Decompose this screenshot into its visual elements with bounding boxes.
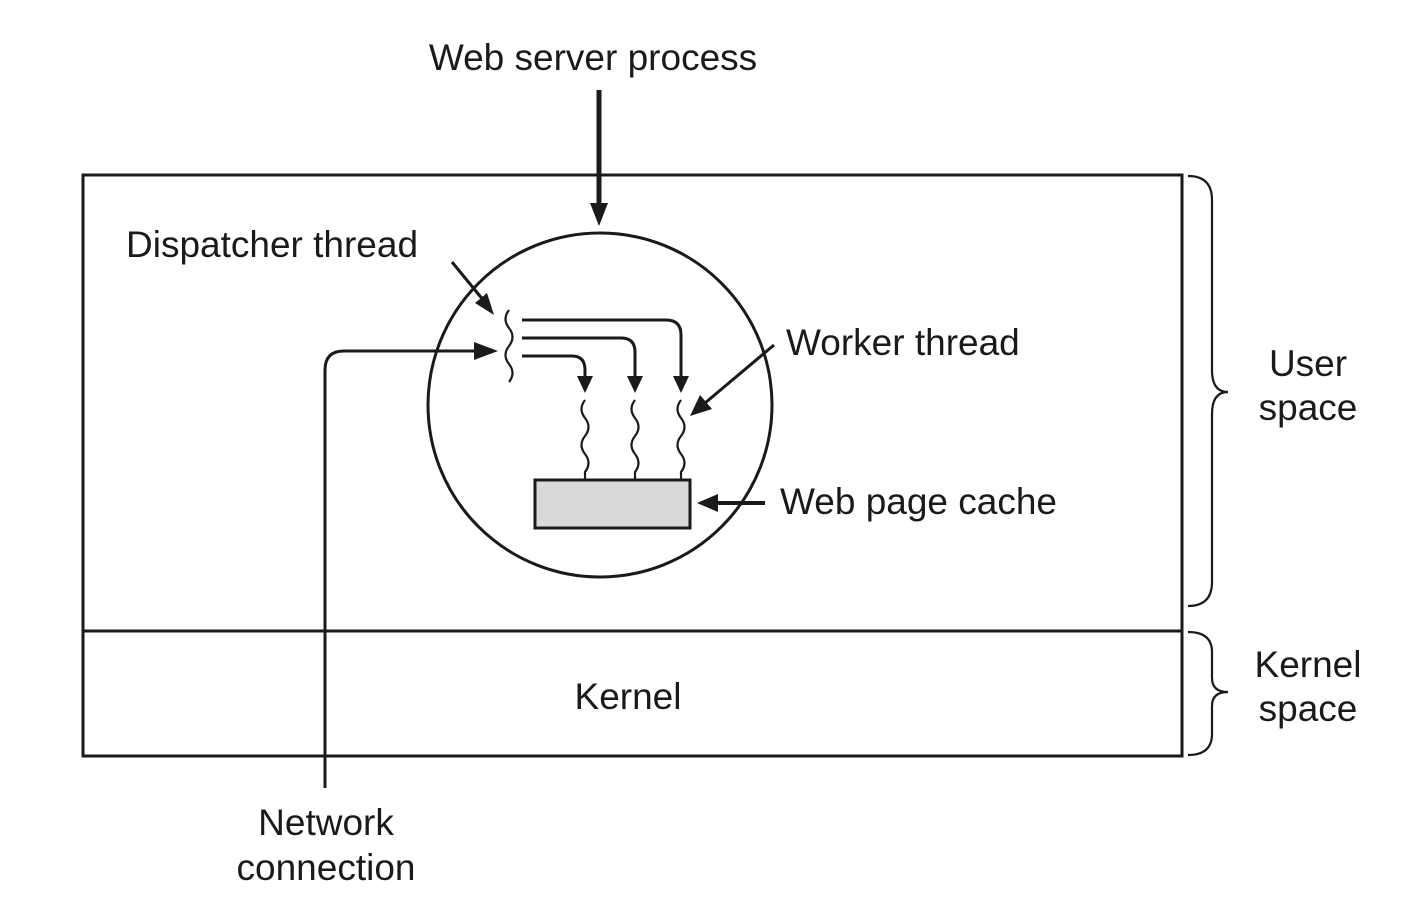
dispatcher-label: Dispatcher thread bbox=[126, 224, 418, 265]
kernel-space-label-line1: Kernel bbox=[1255, 644, 1362, 685]
user-space-label-line1: User bbox=[1269, 343, 1347, 384]
worker-label: Worker thread bbox=[786, 322, 1020, 363]
dispatch-arrow-2 bbox=[522, 336, 643, 393]
web-page-cache-box bbox=[533, 478, 692, 530]
kernel-box bbox=[81, 629, 1184, 758]
cache-label: Web page cache bbox=[780, 481, 1057, 522]
dispatcher-arrow bbox=[450, 261, 494, 315]
network-connection-line bbox=[323, 342, 498, 788]
kernel-space-brace bbox=[1187, 630, 1229, 757]
user-space-label-line2: space bbox=[1259, 387, 1358, 428]
kernel-label: Kernel bbox=[575, 676, 682, 717]
process-arrow bbox=[590, 90, 608, 226]
kernel-space-label-line2: space bbox=[1259, 688, 1358, 729]
dispatcher-thread bbox=[504, 309, 514, 383]
dispatch-arrow-1 bbox=[522, 354, 593, 393]
network-label-line2: connection bbox=[237, 847, 416, 888]
worker-arrow bbox=[690, 343, 775, 416]
cache-arrow bbox=[697, 494, 765, 512]
process-label: Web server process bbox=[429, 37, 757, 78]
network-label-line1: Network bbox=[258, 802, 394, 843]
worker-thread-1 bbox=[580, 399, 590, 480]
dispatch-arrow-3 bbox=[522, 318, 689, 393]
process-circle bbox=[426, 231, 774, 579]
worker-thread-3 bbox=[676, 399, 686, 480]
user-space-brace bbox=[1187, 174, 1229, 608]
worker-thread-2 bbox=[630, 399, 640, 480]
